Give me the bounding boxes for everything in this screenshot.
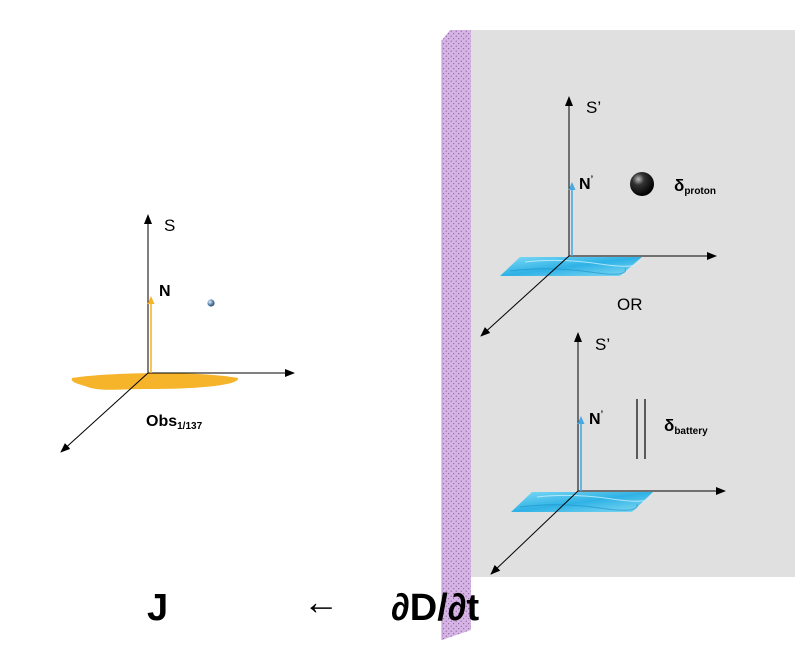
left-axis-label: S [164, 216, 175, 235]
observer-label: Obs1/137 [146, 413, 203, 432]
bottom-water-plane [511, 492, 653, 512]
or-label: OR [617, 295, 643, 314]
top-axis-depth [480, 255, 570, 337]
equation-lhs-j: J [147, 587, 168, 629]
observer-disk [71, 373, 239, 390]
bottom-right-reference-frame: S’ N’ δbattery [490, 332, 726, 575]
delta-battery-subscript: battery [674, 426, 708, 437]
top-axis-label: S’ [586, 98, 601, 117]
top-n-label: N’ [579, 174, 593, 193]
top-right-reference-frame: S’ N’ δproton [480, 96, 717, 337]
proton-ball [630, 172, 654, 196]
delta-battery-label: δbattery [664, 416, 708, 437]
observer-subscript: 1/137 [177, 421, 202, 432]
equation-arrow: ← [303, 581, 339, 622]
left-n-label: N [159, 283, 171, 300]
left-axis-depth [60, 372, 149, 453]
left-reference-frame: S N Obs1/137 [60, 214, 295, 453]
separator-wall [441, 30, 471, 640]
left-particle [207, 299, 215, 307]
bottom-n-label: N’ [589, 409, 603, 428]
bottom-axis-depth [490, 490, 579, 575]
bottom-axis-label: S’ [595, 335, 610, 354]
right-panel-background [470, 30, 795, 577]
equation-rhs-displacement-current: ∂D/∂t [391, 587, 480, 629]
top-n-prime: ’ [591, 174, 594, 184]
delta-proton-subscript: proton [684, 186, 716, 197]
delta-proton-label: δproton [674, 176, 716, 197]
top-water-plane [500, 257, 642, 276]
bottom-n-prime: ’ [601, 409, 604, 419]
